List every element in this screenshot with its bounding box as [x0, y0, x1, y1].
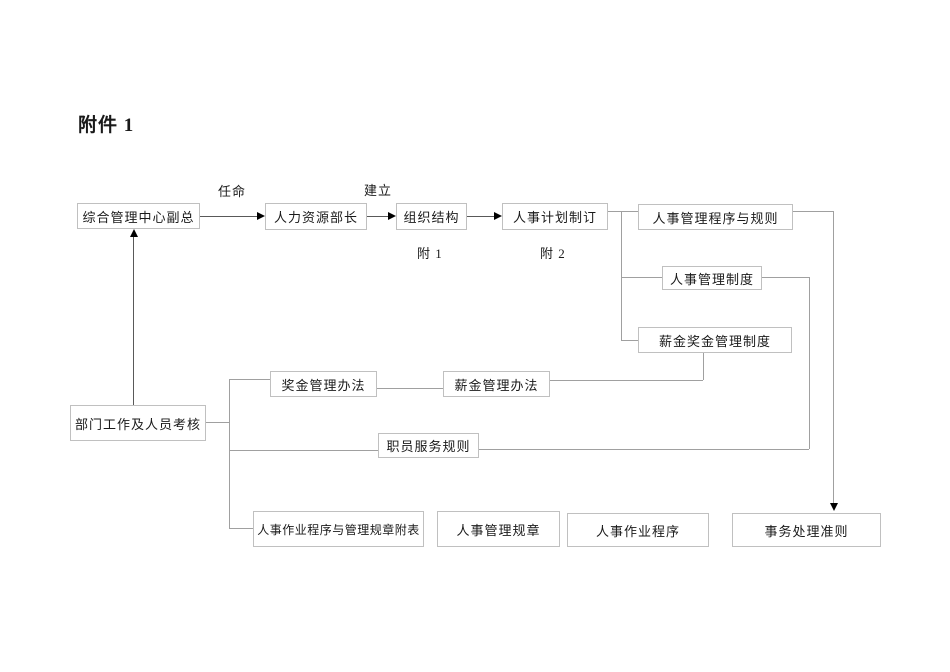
node-affairs-guidelines: 事务处理准则 — [732, 513, 881, 547]
node-personnel-mgmt-system: 人事管理制度 — [662, 266, 762, 290]
connector-to-salary-measures — [550, 380, 703, 381]
arrowhead-into-hr-icon — [257, 212, 265, 220]
connector-appraisal-right — [206, 422, 229, 423]
connector-salary-bonus-down — [703, 353, 704, 380]
node-staff-service-rules: 职员服务规则 — [378, 433, 479, 458]
edge-label-establish: 建立 — [364, 183, 393, 198]
connector-right-trunk — [621, 211, 622, 340]
arrow-line-org-to-plan — [467, 216, 494, 217]
node-personnel-ops-appendix: 人事作业程序与管理规章附表 — [253, 511, 424, 547]
connector-trunk-to-mgmt-system — [621, 277, 662, 278]
connector-bonus-to-salary — [377, 388, 443, 389]
node-personnel-ops-procedures: 人事作业程序 — [567, 513, 709, 547]
arrow-line-appraisal-to-vp — [133, 236, 134, 405]
arrowhead-into-org-icon — [388, 212, 396, 220]
connector-rules-right — [793, 211, 833, 212]
connector-mgmt-system-right — [762, 277, 809, 278]
arrow-line-hr-to-org — [367, 216, 388, 217]
node-salary-measures: 薪金管理办法 — [443, 371, 550, 397]
node-personnel-plan: 人事计划制订 — [502, 203, 608, 230]
connector-mgmt-system-down — [809, 277, 810, 449]
node-dept-work-appraisal: 部门工作及人员考核 — [70, 405, 206, 441]
arrowhead-into-vp-icon — [130, 229, 138, 237]
node-general-mgmt-center-vp: 综合管理中心副总 — [77, 203, 200, 229]
edge-label-appointment: 任命 — [218, 184, 247, 199]
note-attachment-1: 附 1 — [417, 246, 443, 261]
connector-trunk-to-salary-bonus — [621, 340, 638, 341]
connector-trunk-to-service-rules — [229, 450, 378, 451]
node-personnel-regulations: 人事管理规章 — [437, 511, 560, 547]
arrowhead-into-plan-icon — [494, 212, 502, 220]
node-bonus-measures: 奖金管理办法 — [270, 371, 377, 397]
node-salary-bonus-system: 薪金奖金管理制度 — [638, 327, 792, 353]
note-attachment-2: 附 2 — [540, 246, 566, 261]
arrow-line-down-to-guidelines — [833, 211, 834, 503]
connector-left-trunk — [229, 379, 230, 528]
node-personnel-procedures-rules: 人事管理程序与规则 — [638, 204, 793, 230]
connector-trunk-to-bonus — [229, 379, 270, 380]
connector-service-rules-right — [479, 449, 809, 450]
arrowhead-into-guidelines-icon — [830, 503, 838, 511]
arrow-line-vp-to-hr — [200, 216, 257, 217]
connector-plan-to-rules — [608, 211, 638, 212]
page-title: 附件 1 — [78, 115, 135, 136]
connector-trunk-to-ops-appendix — [229, 528, 253, 529]
node-hr-director: 人力资源部长 — [265, 203, 367, 230]
node-org-structure: 组织结构 — [396, 203, 467, 230]
